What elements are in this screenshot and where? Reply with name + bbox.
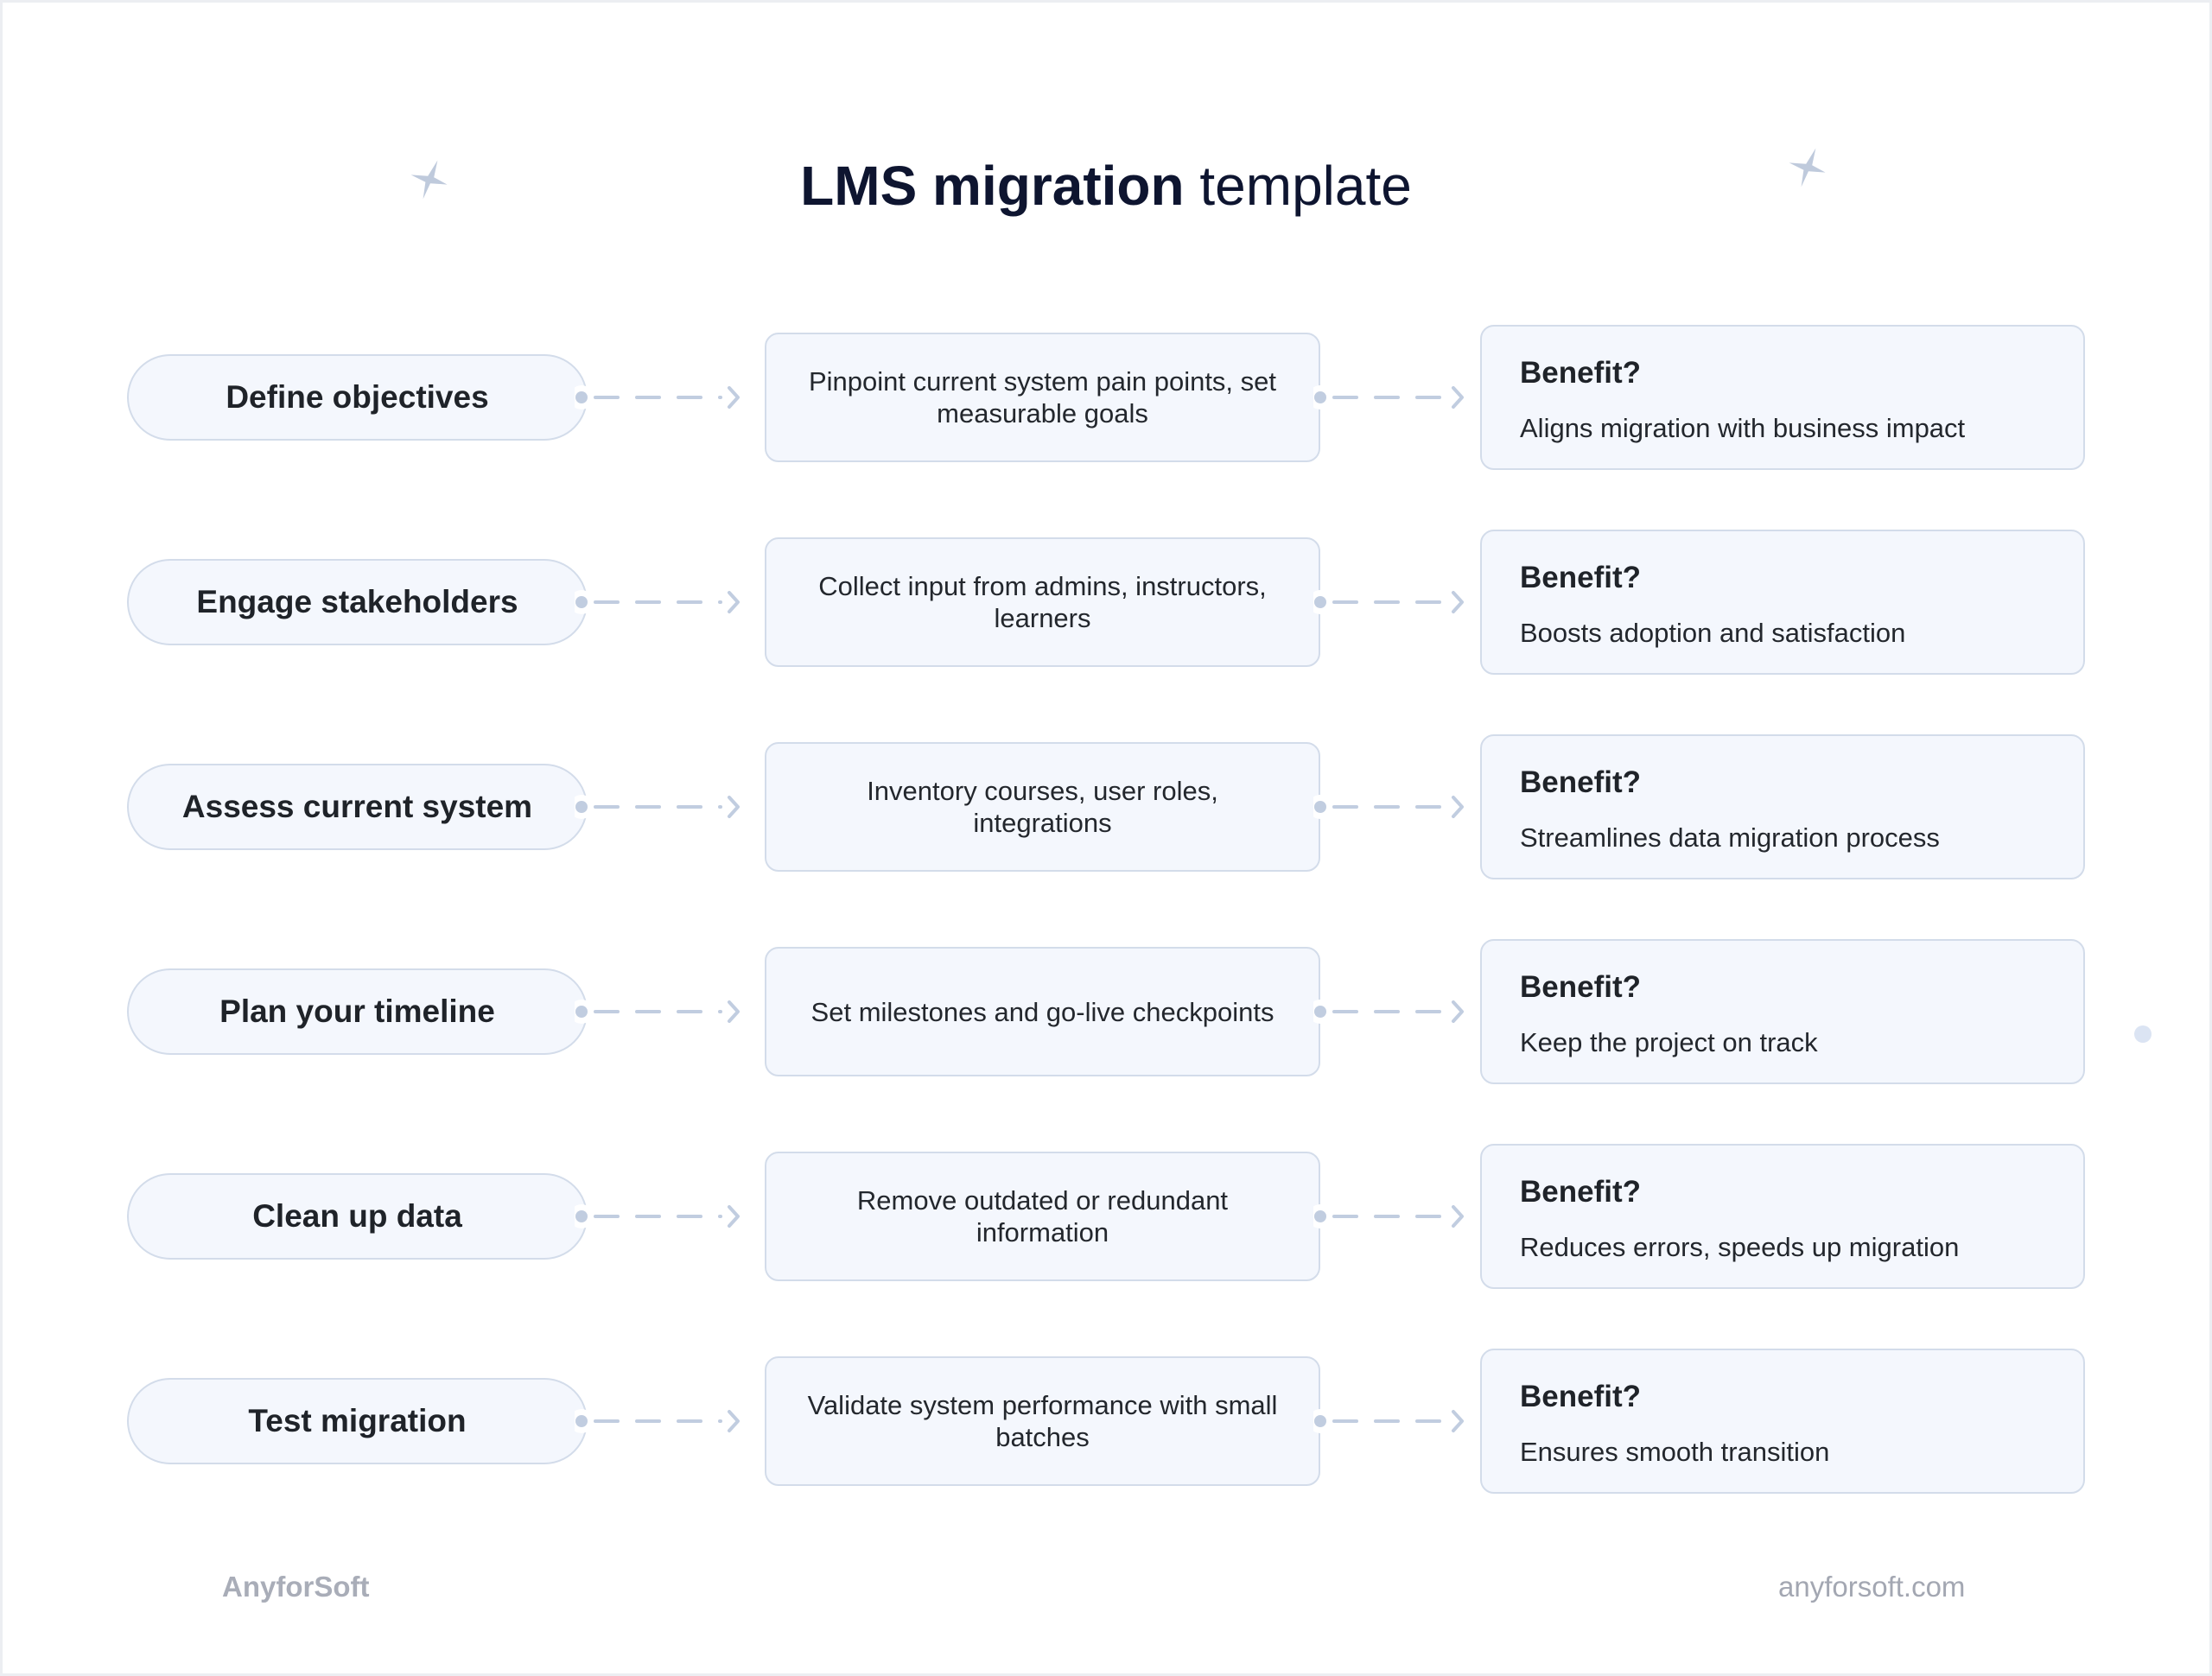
step-pill: Clean up data: [127, 1173, 588, 1260]
sparkle-icon: [1784, 143, 1833, 192]
benefit-box: Benefit? Boosts adoption and satisfactio…: [1480, 530, 2085, 675]
dashed-arrow-connector: [1313, 1404, 1467, 1438]
action-text: Validate system performance with small b…: [807, 1390, 1278, 1452]
benefit-box: Benefit? Keep the project on track: [1480, 939, 2085, 1084]
benefit-box: Benefit? Reduces errors, speeds up migra…: [1480, 1144, 2085, 1289]
step-pill: Plan your timeline: [127, 968, 588, 1055]
benefit-text: Keep the project on track: [1520, 1027, 1818, 1057]
benefit-text: Ensures smooth transition: [1520, 1437, 1830, 1467]
benefit-heading: Benefit?: [1520, 561, 1641, 594]
step-label: Assess current system: [181, 789, 533, 824]
action-text: Pinpoint current system pain points, set…: [808, 366, 1277, 429]
action-box: Collect input from admins, instructors, …: [765, 537, 1320, 667]
dashed-arrow-connector: [575, 790, 743, 824]
step-pill: Test migration: [127, 1378, 588, 1464]
benefit-heading: Benefit?: [1520, 970, 1641, 1004]
action-box: Remove outdated or redundant information: [765, 1152, 1320, 1281]
benefit-box: Benefit? Aligns migration with business …: [1480, 325, 2085, 470]
title-light: template: [1199, 155, 1412, 217]
dashed-arrow-connector: [1313, 585, 1467, 619]
page-title: LMS migration template: [0, 154, 2212, 218]
step-label: Clean up data: [252, 1198, 462, 1234]
action-box: Set milestones and go-live checkpoints: [765, 947, 1320, 1076]
action-text: Inventory courses, user roles, integrati…: [867, 776, 1218, 838]
action-box: Inventory courses, user roles, integrati…: [765, 742, 1320, 872]
dashed-arrow-connector: [575, 994, 743, 1029]
benefit-box: Benefit? Ensures smooth transition: [1480, 1349, 2085, 1494]
sparkle-icon: [406, 156, 454, 204]
benefit-text: Streamlines data migration process: [1520, 822, 1940, 853]
step-label: Define objectives: [226, 379, 489, 415]
dashed-arrow-connector: [1313, 994, 1467, 1029]
benefit-text: Aligns migration with business impact: [1520, 413, 1966, 443]
benefit-heading: Benefit?: [1520, 1175, 1641, 1209]
dashed-arrow-connector: [575, 1404, 743, 1438]
action-text: Set milestones and go-live checkpoints: [810, 996, 1274, 1027]
title-bold: LMS migration: [800, 155, 1185, 217]
benefit-box: Benefit? Streamlines data migration proc…: [1480, 734, 2085, 879]
benefit-heading: Benefit?: [1520, 765, 1641, 799]
footer-brand: AnyforSoft: [222, 1571, 370, 1603]
dashed-arrow-connector: [575, 1199, 743, 1234]
benefit-text: Boosts adoption and satisfaction: [1520, 618, 1906, 648]
step-pill: Engage stakeholders: [127, 559, 588, 645]
step-label: Engage stakeholders: [196, 584, 518, 619]
action-box: Pinpoint current system pain points, set…: [765, 333, 1320, 462]
step-pill: Define objectives: [127, 354, 588, 441]
dashed-arrow-connector: [1313, 1199, 1467, 1234]
action-box: Validate system performance with small b…: [765, 1356, 1320, 1486]
benefit-text: Reduces errors, speeds up migration: [1520, 1232, 1960, 1262]
action-text: Remove outdated or redundant information: [856, 1185, 1229, 1247]
step-pill: Assess current system: [127, 764, 588, 850]
action-text: Collect input from admins, instructors, …: [818, 571, 1267, 633]
step-label: Test migration: [248, 1403, 467, 1438]
dashed-arrow-connector: [1313, 790, 1467, 824]
dashed-arrow-connector: [1313, 380, 1467, 415]
decorative-dot: [2134, 1025, 2152, 1043]
dashed-arrow-connector: [575, 585, 743, 619]
dashed-arrow-connector: [575, 380, 743, 415]
step-label: Plan your timeline: [219, 994, 495, 1029]
benefit-heading: Benefit?: [1520, 1380, 1641, 1413]
footer-website[interactable]: anyforsoft.com: [1778, 1571, 1966, 1603]
benefit-heading: Benefit?: [1520, 356, 1641, 390]
